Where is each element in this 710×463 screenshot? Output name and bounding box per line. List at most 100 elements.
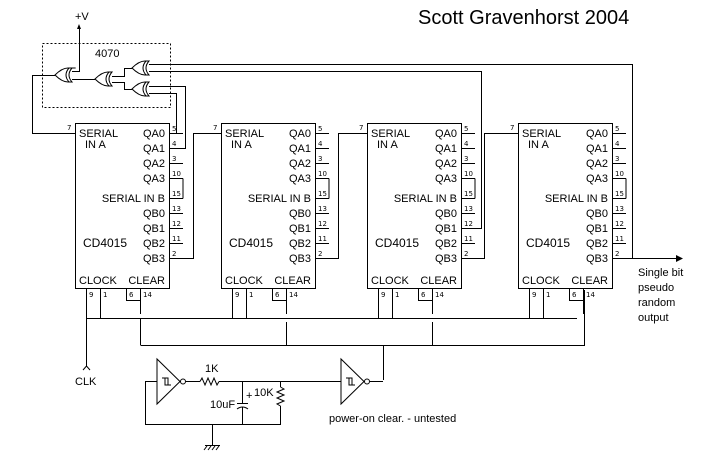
pin-number: 9 [532,291,536,299]
pin-label: QB2 [289,238,311,250]
pin-label: QA2 [143,158,165,170]
pin-number: 3 [464,155,468,163]
pin-number: 14 [435,291,444,299]
pin-number: 9 [235,291,239,299]
output-arrow-icon [676,255,683,262]
serial-in-a-label: SERIAL [522,128,561,140]
pin-number: 13 [615,205,624,213]
pin-label: QA0 [289,128,311,140]
serial-in-a-label: SERIAL [371,128,410,140]
pin-number: 15 [615,190,624,198]
pin-label: QA0 [143,128,165,140]
ground-wiring [145,381,281,445]
pin-label: QA2 [586,158,608,170]
clear-label: CLEAR [274,275,311,287]
serial-in-a-label-2: IN A [231,139,252,151]
output-label: Single bit pseudo random output [638,267,683,324]
pin-number: 13 [318,205,327,213]
pin-number: 6 [421,291,426,299]
pin-number: 3 [615,155,619,163]
pin-number: 9 [381,291,385,299]
chip-body [221,123,316,289]
pin-number: 10 [318,170,327,178]
pin-label: SERIAL IN B [394,193,457,205]
clock-label: CLOCK [371,275,410,287]
pin-label: QB3 [289,253,311,265]
pin-number: 1 [395,291,399,299]
supply-arrow-icon [77,24,81,29]
pin-label: QA1 [143,143,165,155]
serial-in-a-label-2: IN A [85,139,106,151]
pin-label: QA0 [586,128,608,140]
pin-number: 3 [318,155,322,163]
pin-number: 6 [129,291,134,299]
resistor-10k [275,381,286,425]
pin-number: 4 [318,140,323,148]
schmitt-inverter-2 [340,357,370,406]
pin-label: QA1 [435,143,457,155]
clock-bus [86,318,577,367]
pin-label: SERIAL IN B [102,193,165,205]
pin-number: 10 [464,170,473,178]
capacitor-10uf [236,381,249,425]
clock-label: CLOCK [225,275,264,287]
serial-in-a-label: SERIAL [79,128,118,140]
svg-text:pseudo: pseudo [638,282,674,294]
pin-number: 15 [172,190,181,198]
pin-label: QB3 [586,253,608,265]
pin-number: 2 [318,250,322,258]
pin-label: QB0 [435,208,457,220]
pin-6-lead [569,288,584,301]
pin-number: 14 [143,291,152,299]
pin-6-lead [418,288,433,301]
pin-number: 10 [615,170,624,178]
pin-number: 2 [172,250,176,258]
xor-gate-4 [131,81,151,97]
pin-label: QA2 [435,158,457,170]
pin-number: 1 [546,291,550,299]
pin-number: 1 [249,291,253,299]
pin-number: 9 [89,291,93,299]
pin-number: 6 [572,291,577,299]
xor-gate-1 [54,67,76,83]
pin-label: QA3 [289,173,311,185]
resistor-10k-label: 10K [254,387,274,399]
pin-number: 15 [464,190,473,198]
pin-label: QB0 [143,208,165,220]
clk-label: CLK [75,376,97,388]
chip-body [367,123,462,289]
pin-number: 12 [318,220,327,228]
pin-label: QA1 [289,143,311,155]
pin-number: 5 [615,125,619,133]
pin-label: QB1 [435,223,457,235]
clear-label: CLEAR [420,275,457,287]
chip-body [75,123,170,289]
chip-body [518,123,613,289]
part-label: CD4015 [375,236,419,250]
pin-number: 12 [615,220,624,228]
pin-number: 2 [464,250,468,258]
pin-number: 11 [464,235,473,243]
xor-chip-label: 4070 [95,48,119,60]
pin-number: 15 [318,190,327,198]
pin-label: QB3 [143,253,165,265]
pin-number: 10 [172,170,181,178]
pin-label: QB1 [143,223,165,235]
pin-label: QA3 [143,173,165,185]
capacitor-polarity: + [246,390,252,402]
schmitt-symbol-icon [346,377,355,386]
pin-number: 1 [103,291,107,299]
pin-label: QB2 [435,238,457,250]
pin-label: QA1 [586,143,608,155]
pin-number: 6 [275,291,280,299]
clear-bus [140,290,585,380]
chain-wiring [169,133,676,259]
pin-number: 2 [615,250,619,258]
pin-label: QA2 [289,158,311,170]
pin-number: 5 [172,125,176,133]
pin-label: QB2 [143,238,165,250]
pin-label: QA0 [435,128,457,140]
